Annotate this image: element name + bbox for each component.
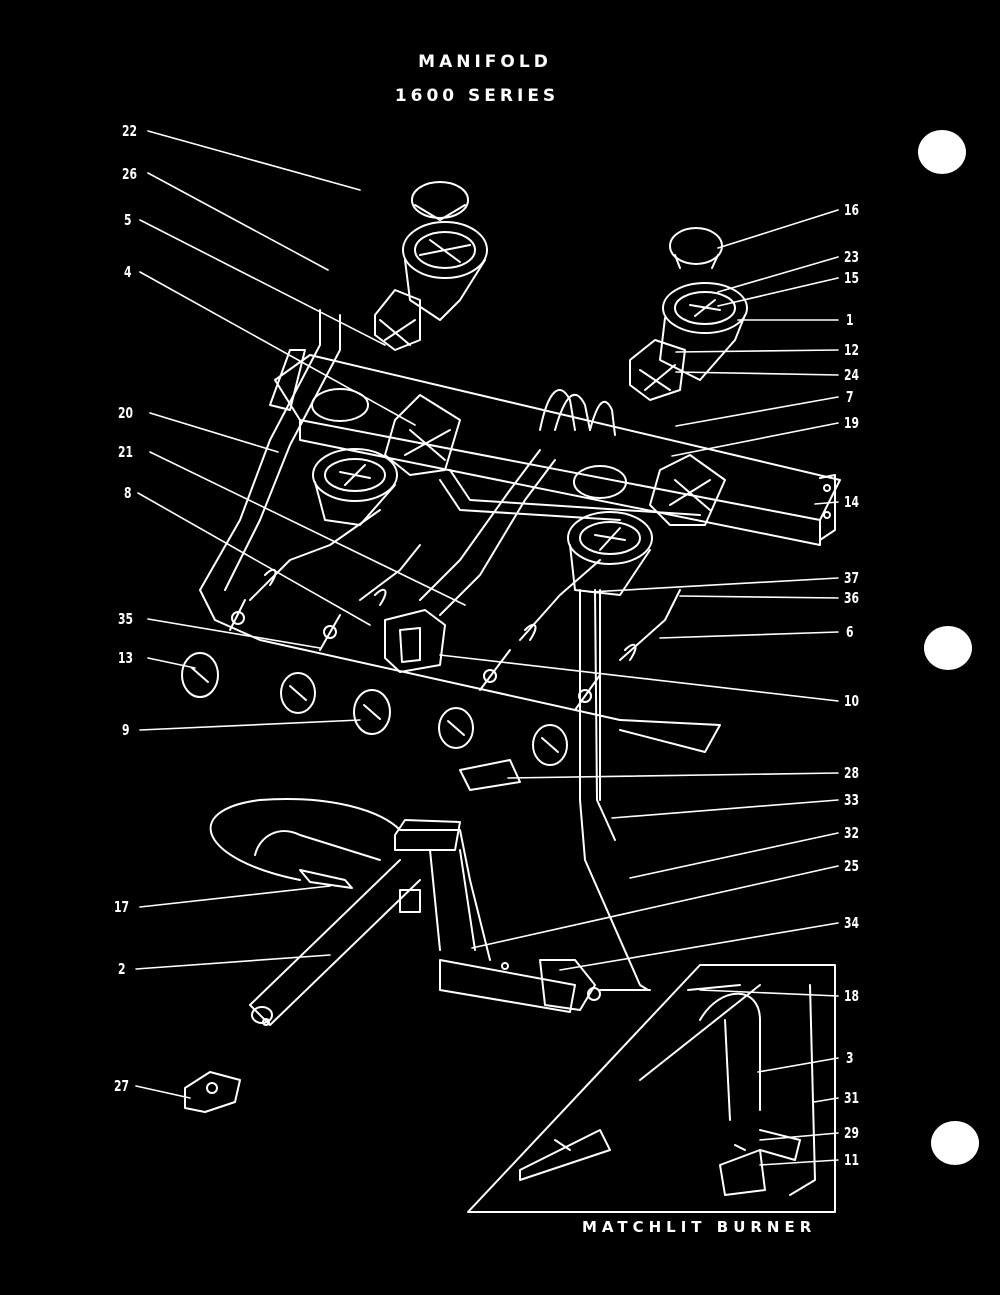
callout-5: 5 xyxy=(124,211,132,229)
inset-label: MATCHLIT BURNER xyxy=(582,1218,817,1236)
callout-1: 1 xyxy=(846,311,854,329)
callout-24: 24 xyxy=(844,366,860,384)
callout-33: 33 xyxy=(844,791,860,809)
callout-4: 4 xyxy=(124,263,132,281)
control-rod xyxy=(619,719,721,753)
valve-tubes xyxy=(229,449,681,711)
burner-rear-right xyxy=(659,227,748,381)
callout-35: 35 xyxy=(118,610,134,628)
callout-19: 19 xyxy=(844,414,860,432)
callout-18: 18 xyxy=(844,987,860,1005)
burner-rear-left xyxy=(402,181,488,321)
callout-32: 32 xyxy=(844,824,860,842)
gas-valve-block xyxy=(384,609,446,673)
right-supply-pipe xyxy=(579,589,649,991)
burner-front-right xyxy=(567,465,653,596)
thermocouple-wire xyxy=(209,798,491,961)
callout-28: 28 xyxy=(844,764,860,782)
callout-14: 14 xyxy=(844,493,860,511)
bypass-tube xyxy=(249,859,421,1026)
callout-15: 15 xyxy=(844,269,860,287)
matchlit-inset xyxy=(467,964,836,1213)
bracket-27 xyxy=(184,1071,241,1113)
callout-6: 6 xyxy=(846,623,854,641)
callout-34: 34 xyxy=(844,914,860,932)
control-knobs xyxy=(181,652,568,766)
callout-3: 3 xyxy=(846,1049,854,1067)
callout-26: 26 xyxy=(122,165,138,183)
callout-17: 17 xyxy=(114,898,130,916)
diagram-title: MANIFOLD xyxy=(418,52,552,72)
left-manifold-tube xyxy=(199,309,621,721)
mount-brackets xyxy=(374,289,726,526)
diagram-subtitle: 1600 SERIES xyxy=(394,86,560,106)
burner-front-left xyxy=(311,388,398,526)
binder-holes xyxy=(918,130,979,1165)
bracket-28 xyxy=(459,759,521,791)
leader-lines xyxy=(135,130,839,1166)
callout-11: 11 xyxy=(844,1151,860,1169)
callout-20: 20 xyxy=(118,404,134,422)
callout-23: 23 xyxy=(844,248,860,266)
callout-21: 21 xyxy=(118,443,134,461)
callout-29: 29 xyxy=(844,1124,860,1142)
callout-8: 8 xyxy=(124,484,132,502)
callout-36: 36 xyxy=(844,589,860,607)
callout-22: 22 xyxy=(122,122,138,140)
callout-31: 31 xyxy=(844,1089,860,1107)
lower-manifold xyxy=(254,819,651,1013)
callout-27: 27 xyxy=(114,1077,130,1095)
callout-12: 12 xyxy=(844,341,860,359)
part-17 xyxy=(299,869,421,913)
callout-7: 7 xyxy=(846,388,854,406)
callout-13: 13 xyxy=(118,649,134,667)
callout-10: 10 xyxy=(844,692,860,710)
callout-2: 2 xyxy=(118,960,126,978)
callout-25: 25 xyxy=(844,857,860,875)
callout-16: 16 xyxy=(844,201,860,219)
callout-37: 37 xyxy=(844,569,860,587)
manifold-frame xyxy=(269,349,841,546)
callout-9: 9 xyxy=(122,721,130,739)
